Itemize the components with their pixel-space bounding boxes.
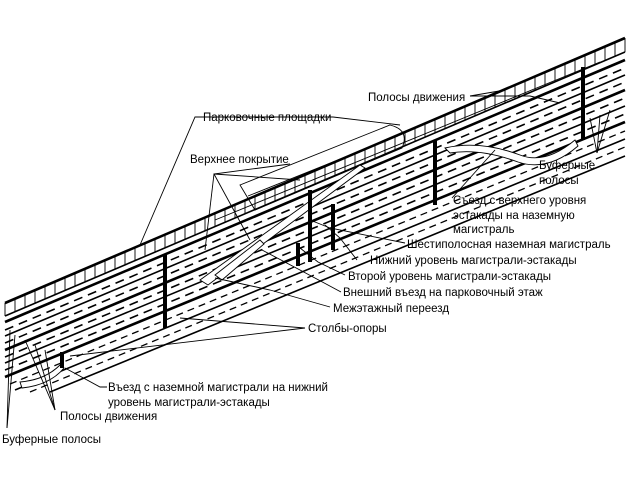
label-lanes-top: Полосы движения <box>368 92 465 104</box>
ramp-outer-entry <box>214 239 265 281</box>
lane-marking-2 <box>4 81 626 344</box>
support-pillars <box>60 67 585 368</box>
railing-posts <box>4 38 626 316</box>
deck-edge-3 <box>4 120 626 379</box>
ramps <box>19 139 579 389</box>
leader-lanes-bottom <box>34 344 56 411</box>
lane-marking-5 <box>9 130 626 385</box>
labels: Полосы движения Парковочные площадки Вер… <box>2 92 611 446</box>
leader-second-level <box>299 247 346 276</box>
deck-line-3 <box>4 105 626 364</box>
leader-lanes-bottom <box>44 349 56 411</box>
label-entry-2: уровень магистрали-эстакады <box>108 397 270 409</box>
label-lanes-bottom: Полосы движения <box>60 411 157 423</box>
leader-parking <box>139 116 333 246</box>
leader-buffer-top <box>596 109 611 154</box>
leader-entry-lower <box>64 367 107 388</box>
deck-edge-1 <box>4 58 626 324</box>
lane-marking-3 <box>4 97 626 358</box>
leader-buffer-bottom <box>6 329 11 429</box>
cover-line-1 <box>247 135 399 197</box>
leader-exit <box>451 149 496 199</box>
cover-line-2 <box>214 61 601 221</box>
label-exit-3: магистраль <box>453 224 514 236</box>
leader-interfloor <box>214 277 331 308</box>
cover-outline <box>239 124 405 211</box>
leader-parking <box>332 116 401 126</box>
label-exit-1: Съезд с верхнего уровня <box>453 195 586 207</box>
leader-lanes-bottom <box>24 339 56 411</box>
leader-six-lane <box>309 219 406 244</box>
label-outer-entry: Внешний въезд на парковочный этаж <box>343 287 543 299</box>
deck-edge-2 <box>4 88 626 352</box>
label-buffer-bottom: Буферные полосы <box>2 434 101 446</box>
leader-top-cover <box>213 173 301 181</box>
label-pillars: Столбы-опоры <box>308 323 387 335</box>
parking-cover <box>214 61 601 221</box>
label-parking-decks: Парковочные площадки <box>203 112 331 124</box>
ramp-exit-top <box>444 139 579 166</box>
leader-buffer-top <box>589 117 598 154</box>
leader-top-cover <box>204 173 215 251</box>
label-buffer-top-1: Буферные <box>539 160 595 172</box>
leader-lanes-top <box>470 95 561 104</box>
label-lower-level: Нижний уровень магистрали-эстакады <box>370 255 577 267</box>
leader-outer-entry <box>261 249 342 293</box>
deck-line-4 <box>14 138 626 391</box>
label-second-level: Второй уровень магистрали-эстакады <box>348 271 551 283</box>
label-six-lane: Шестиполосная наземная магистраль <box>407 239 611 251</box>
leader-lines <box>6 89 611 429</box>
leader-pillars <box>179 317 306 329</box>
lane-marking-6 <box>29 146 626 393</box>
leader-lanes-top <box>469 89 506 97</box>
label-exit-2: эстакады на наземную <box>453 210 575 222</box>
highway-deck <box>4 36 626 393</box>
deck-bottom <box>49 155 626 393</box>
label-buffer-top-2: полосы <box>539 175 579 187</box>
leader-buffer-top <box>596 114 601 154</box>
leader-buffer-bottom <box>6 334 16 429</box>
label-entry-1: Въезд с наземной магистрали на нижний <box>108 382 328 394</box>
label-interfloor: Межэтажный переезд <box>333 303 449 315</box>
label-top-cover: Верхнее покрытие <box>190 154 289 166</box>
leader-lower-level <box>324 224 358 261</box>
leader-pillars <box>69 327 306 357</box>
